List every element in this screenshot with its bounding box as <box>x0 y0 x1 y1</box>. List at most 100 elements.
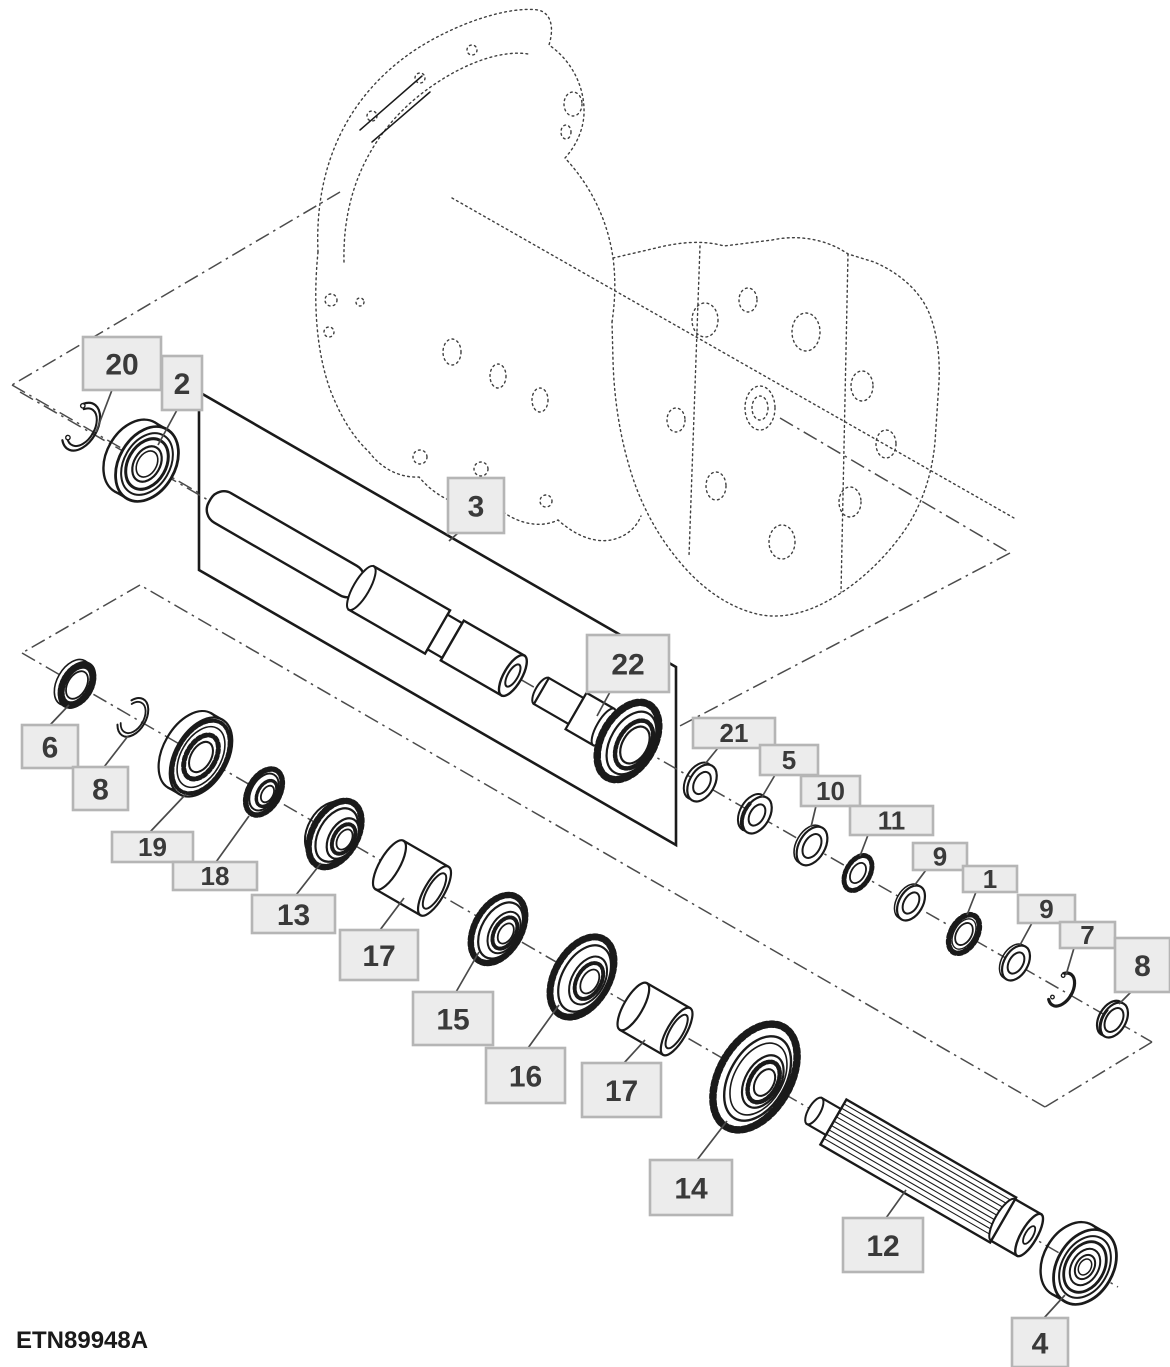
part-7-snap-ring <box>1047 971 1077 1008</box>
part-18-gear <box>242 766 286 818</box>
callout-number: 22 <box>611 649 644 682</box>
callout-box <box>1058 920 1117 950</box>
callout-21-4: 21 <box>691 716 777 765</box>
callout-9-8: 9 <box>911 841 969 887</box>
part-5-bearing-race <box>736 793 773 835</box>
callout-box <box>484 1046 567 1105</box>
part-10-washer <box>793 824 829 867</box>
callout-box <box>81 335 163 392</box>
part-2-bearing <box>102 418 180 503</box>
leader-line <box>696 1120 728 1161</box>
part-16-gear <box>546 933 618 1021</box>
callout-number: 2 <box>174 368 191 401</box>
callout-box <box>411 990 495 1047</box>
callout-number: 8 <box>92 774 109 807</box>
callout-13-17: 13 <box>250 862 337 935</box>
callout-number: 16 <box>509 1061 542 1094</box>
leader-line <box>103 735 129 768</box>
leader-line <box>859 834 869 857</box>
callout-20-0: 20 <box>81 335 163 433</box>
leader-line <box>1065 947 1075 976</box>
callout-2-1: 2 <box>157 354 204 446</box>
callout-17-21: 17 <box>580 1039 663 1119</box>
part-1-thrust-bearing <box>945 911 983 957</box>
leader-line <box>596 691 611 717</box>
callout-box <box>1113 936 1170 994</box>
callout-1-9: 1 <box>961 864 1019 916</box>
callout-18-16: 18 <box>171 815 259 892</box>
callout-number: 1 <box>983 864 997 894</box>
leader-line <box>295 862 322 896</box>
part-6-needle-bearing <box>53 658 97 709</box>
callout-box <box>841 1216 925 1274</box>
callout-number: 9 <box>1039 894 1053 924</box>
callout-number: 9 <box>933 842 947 872</box>
callout-number: 6 <box>42 732 59 765</box>
part-4-bearing <box>1039 1220 1118 1306</box>
callout-number: 19 <box>138 832 167 862</box>
callout-box <box>758 743 820 777</box>
callout-number: 7 <box>1080 920 1094 950</box>
callout-box <box>799 774 862 808</box>
callout-number: 18 <box>201 861 230 891</box>
callout-number: 13 <box>277 899 310 932</box>
part-9b-washer <box>998 943 1032 982</box>
callout-box <box>1016 893 1077 925</box>
callout-number: 17 <box>605 1075 638 1108</box>
part-17b-bushing <box>616 981 694 1057</box>
callout-box <box>20 723 80 770</box>
callout-box <box>250 893 337 935</box>
leader-line <box>1043 1294 1066 1319</box>
part-8b-retaining-ring <box>1095 999 1130 1039</box>
leader-line <box>1019 922 1033 946</box>
callout-3-2: 3 <box>446 476 506 542</box>
callout-number: 4 <box>1032 1328 1049 1361</box>
callout-box <box>691 716 777 750</box>
leader-line <box>966 891 977 916</box>
leader-line <box>623 1039 646 1064</box>
callout-box <box>160 354 204 412</box>
callout-number: 8 <box>1134 950 1151 983</box>
transmission-housing-outline <box>315 8 1015 617</box>
callout-box <box>110 830 195 864</box>
callout-22-3: 22 <box>585 633 671 717</box>
part-3-countershaft <box>205 490 528 698</box>
callout-box <box>71 765 130 812</box>
callout-number: 20 <box>105 349 138 382</box>
callout-number: 10 <box>816 776 845 806</box>
part-19-synchronizer-hub <box>157 709 234 798</box>
leader-line <box>215 815 250 863</box>
callout-15-19: 15 <box>411 951 495 1047</box>
callout-17-18: 17 <box>338 897 420 982</box>
leader-line <box>704 747 719 765</box>
part-14-gear <box>709 1020 801 1134</box>
leader-line <box>95 389 113 433</box>
callout-11-7: 11 <box>848 804 935 857</box>
callout-number: 3 <box>468 491 485 524</box>
callout-5-5: 5 <box>758 743 820 798</box>
callout-number: 5 <box>782 745 796 775</box>
part-8-snap-ring <box>116 697 150 738</box>
callout-number: 11 <box>878 806 906 836</box>
leader-line <box>1118 991 1132 1005</box>
callout-box <box>648 1158 734 1217</box>
part-22-drive-pinion-gear <box>531 676 663 784</box>
callout-8-12: 8 <box>1113 936 1170 1005</box>
leader-line <box>885 1189 907 1219</box>
part-21-thrust-washer <box>682 761 718 803</box>
leader-line <box>527 1004 560 1049</box>
callout-box <box>1010 1316 1070 1367</box>
callout-box <box>585 633 671 694</box>
callout-number: 14 <box>674 1173 708 1206</box>
leader-line <box>913 869 927 887</box>
figure-code: ETN89948A <box>16 1327 148 1354</box>
callout-16-20: 16 <box>484 1004 567 1105</box>
callout-6-13: 6 <box>20 704 80 770</box>
callout-box <box>580 1061 663 1119</box>
callout-box <box>911 841 969 872</box>
leader-line <box>448 532 459 542</box>
callout-box <box>961 864 1019 894</box>
callout-9-10: 9 <box>1016 893 1077 946</box>
